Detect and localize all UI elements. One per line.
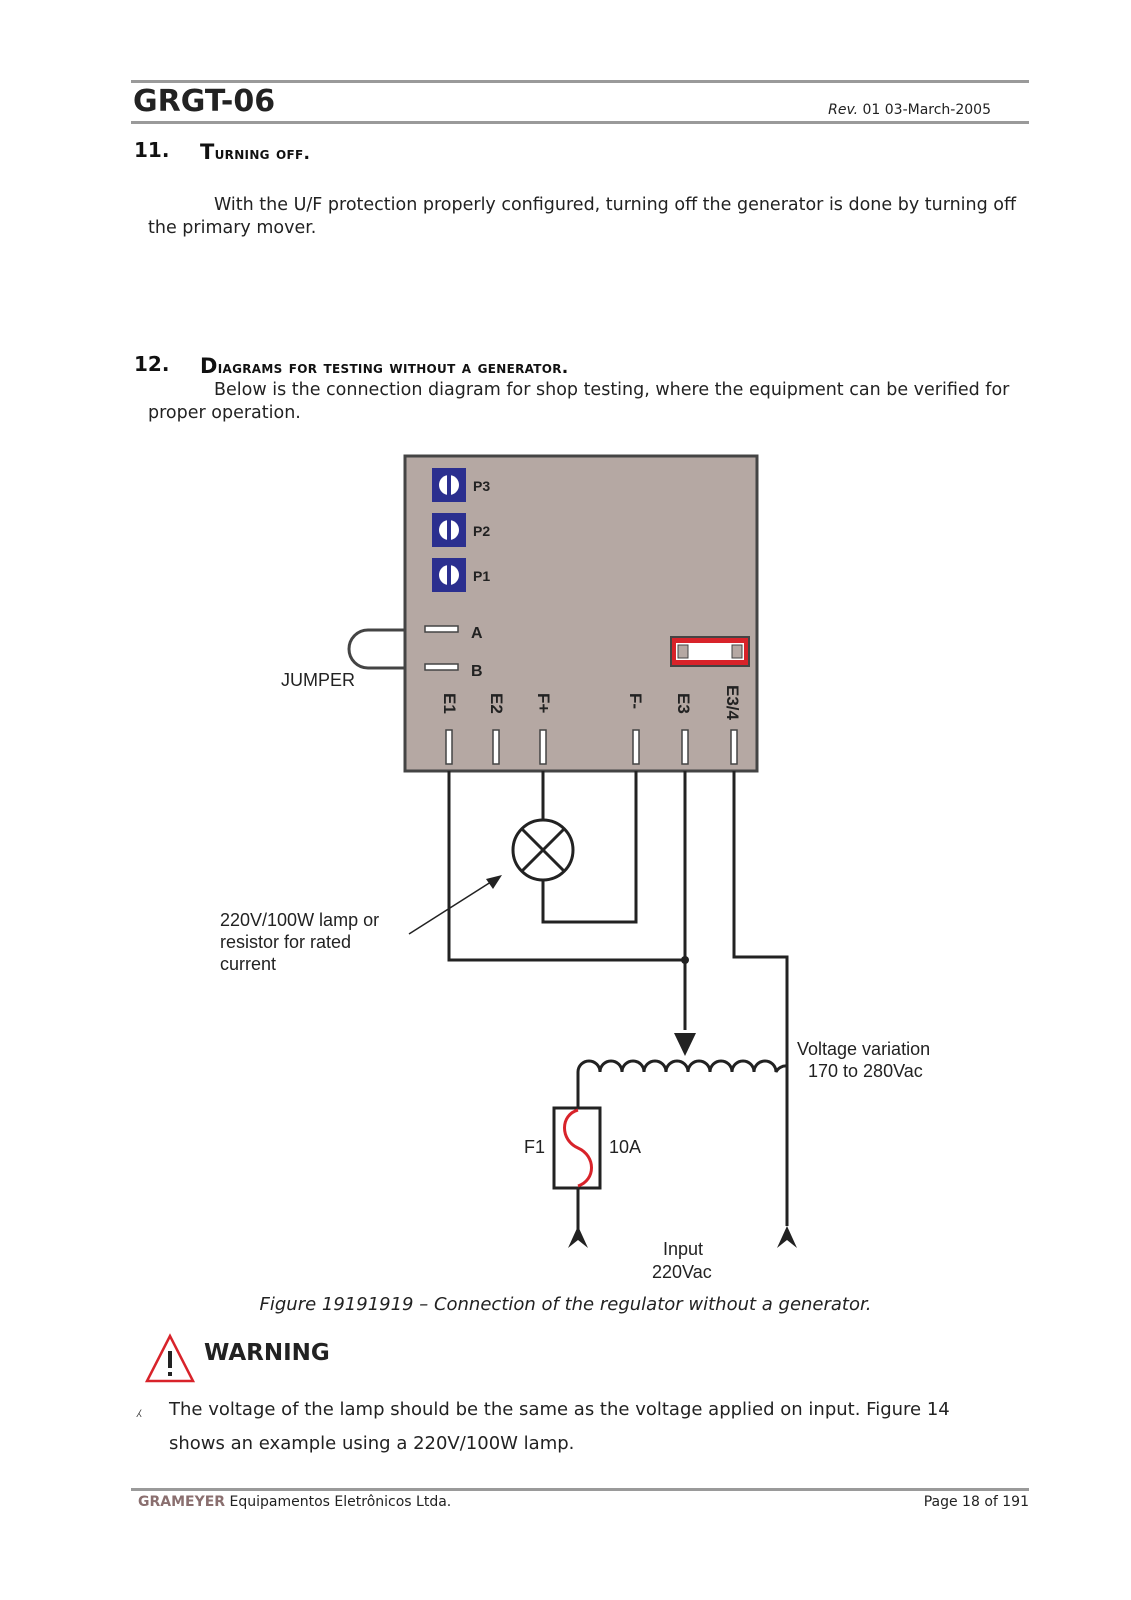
pin-b-label: B — [471, 663, 483, 680]
terminal-e3-pin — [681, 729, 689, 765]
terminal-e1-pin — [445, 729, 453, 765]
board-fuse-icon — [670, 636, 750, 667]
fuse-f1-body — [552, 1106, 602, 1190]
terminal-e2-pin — [492, 729, 500, 765]
lamp-icon — [511, 818, 575, 882]
pot-p2-label: P2 — [473, 523, 490, 539]
terminal-fplus-label: F+ — [534, 693, 553, 713]
pot-p1-slot — [447, 565, 451, 585]
board-fuse-cap-right — [731, 644, 743, 659]
fuse-f1-icon — [552, 1106, 602, 1190]
pot-p3: P3 — [432, 468, 490, 502]
section-11-body: With the U/F protection properly configu… — [148, 194, 1028, 240]
voltage-label-line-2: 170 to 280Vac — [808, 1061, 923, 1081]
section-11-body-text: With the U/F protection properly configu… — [148, 195, 1017, 238]
terminal-fminus-pin — [632, 729, 640, 765]
fuse-rating-label: 10A — [609, 1137, 641, 1157]
footer-company-name: GRAMEYER — [138, 1494, 226, 1510]
warning-triangle-bar — [168, 1351, 172, 1368]
warning-triangle-icon — [144, 1333, 196, 1383]
section-12-body-text: Below is the connection diagram for shop… — [148, 380, 1010, 423]
junction-dot — [681, 956, 689, 964]
jumper-label: JUMPER — [281, 670, 355, 690]
pot-p3-slot — [447, 475, 451, 495]
doc-title: GRGT-06 — [133, 84, 276, 119]
terminal-fminus-label: F- — [626, 693, 645, 709]
section-12-body: Below is the connection diagram for shop… — [148, 379, 1028, 425]
lamp-pointer-line — [408, 879, 495, 935]
lamp-label-line-3: current — [220, 954, 276, 974]
pin-b — [424, 663, 459, 671]
revision-info: Rev. 01 03-March-2005 — [828, 102, 991, 118]
variac-wiper-arrow — [674, 1033, 696, 1056]
section-12-title-rest: iagrams for testing without a generator. — [217, 358, 569, 378]
rev-label: Rev. — [828, 102, 859, 118]
pin-a-label: A — [471, 625, 483, 642]
section-11-number: 11. — [134, 138, 170, 162]
lamp-circle — [511, 818, 575, 882]
board-fuse-cap-left — [677, 644, 689, 659]
terminal-e2-label: E2 — [487, 693, 506, 714]
pot-p1: P1 — [432, 558, 490, 592]
wire-lamp-fminus — [541, 771, 638, 924]
fuse-f1-element — [563, 1108, 593, 1188]
wire-e34 — [732, 771, 789, 1226]
variac-coil — [576, 1059, 788, 1078]
rev-text: 01 03-March-2005 — [862, 102, 992, 118]
terminal-e1-label: E1 — [440, 693, 459, 714]
pot-p2: P2 — [432, 513, 490, 547]
input-label-line-1: Input — [663, 1239, 703, 1259]
jumper-loop — [347, 628, 405, 670]
pot-p2-slot — [447, 520, 451, 540]
terminal-e34-label: E3/4 — [723, 685, 742, 721]
section-12-title-cap: D — [200, 354, 218, 378]
voltage-label-line-1: Voltage variation — [797, 1039, 930, 1059]
regulator-box — [403, 454, 759, 773]
lightning-bullet-icon: ⁁ — [137, 1398, 141, 1417]
section-12-number: 12. — [134, 352, 170, 376]
input-arrow-left-icon — [568, 1226, 588, 1248]
pot-p1-label: P1 — [473, 568, 490, 584]
terminal-e3-label: E3 — [674, 693, 693, 714]
pot-p3-label: P3 — [473, 478, 490, 494]
footer-company: GRAMEYER Equipamentos Eletrônicos Ltda. — [138, 1494, 451, 1510]
lamp-cross-2 — [520, 827, 566, 873]
wire-e1 — [447, 771, 685, 962]
figure-caption: Figure 19191919 – Connection of the regu… — [259, 1294, 872, 1315]
lamp-label-line-1: 220V/100W lamp or — [220, 910, 379, 930]
section-11-title: Turning off. — [200, 140, 310, 164]
lamp-label-line-2: resistor for rated — [220, 932, 351, 952]
warning-text: The voltage of the lamp should be the sa… — [169, 1399, 950, 1454]
terminal-e34-pin — [730, 729, 738, 765]
section-11-title-rest: urning off. — [214, 144, 311, 164]
terminal-fplus-pin — [539, 729, 547, 765]
header-rule-top — [131, 80, 1029, 83]
section-11-title-cap: T — [200, 140, 215, 164]
board-fuse-inner — [676, 643, 744, 660]
footer-company-rest: Equipamentos Eletrônicos Ltda. — [225, 1494, 452, 1510]
footer-page-number: Page 18 of 191 — [923, 1494, 1029, 1510]
fuse-f1-label: F1 — [524, 1137, 545, 1157]
section-12-title: Diagrams for testing without a generator… — [200, 354, 569, 378]
pin-a — [424, 625, 459, 633]
warning-title: WARNING — [204, 1340, 330, 1366]
input-label-line-2: 220Vac — [652, 1262, 712, 1282]
input-arrow-right-icon — [777, 1226, 797, 1248]
footer-rule — [131, 1488, 1029, 1491]
warning-triangle-dot — [168, 1372, 172, 1376]
lamp-pointer-arrowhead — [486, 875, 502, 889]
header-rule-bottom — [131, 121, 1029, 124]
